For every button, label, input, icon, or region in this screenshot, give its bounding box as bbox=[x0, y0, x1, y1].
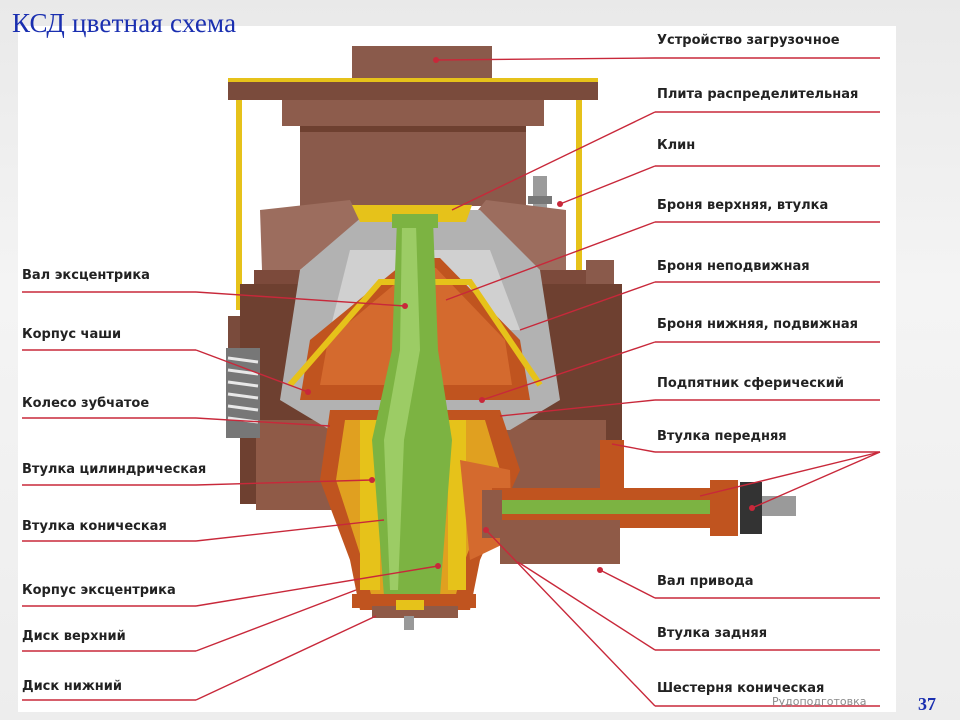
label-drive-shaft: Вал привода bbox=[657, 574, 754, 589]
leader-lines-right bbox=[435, 57, 881, 707]
lower-disk bbox=[372, 606, 458, 618]
label-upper-liner: Броня верхняя, втулка bbox=[657, 198, 829, 213]
label-cylindrical-bushing: Втулка цилиндрическая bbox=[22, 462, 207, 477]
label-moving-liner: Броня нижняя, подвижная bbox=[657, 317, 858, 332]
label-wedge: Клин bbox=[657, 138, 696, 153]
label-conical-bushing: Втулка коническая bbox=[22, 519, 167, 534]
label-spherical-bearing: Подпятник сферический bbox=[657, 376, 844, 391]
watermark: Рудоподготовка bbox=[772, 695, 867, 708]
slide-title: КСД цветная схема bbox=[12, 8, 237, 38]
label-eccentric-shaft: Вал эксцентрика bbox=[22, 268, 150, 283]
label-loading-device: Устройство загрузочное bbox=[657, 33, 840, 48]
label-distribution-plate: Плита распределительная bbox=[657, 87, 859, 102]
label-front-bushing: Втулка передняя bbox=[657, 429, 787, 444]
wedge bbox=[533, 176, 547, 214]
bowl-housing bbox=[260, 200, 360, 270]
leader-dots bbox=[305, 57, 755, 573]
crusher-drawing bbox=[226, 46, 796, 630]
loading-device bbox=[352, 46, 492, 80]
label-fixed-liner: Броня неподвижная bbox=[657, 259, 810, 274]
leader-lines-left bbox=[22, 291, 439, 701]
label-bevel-pinion: Шестерня коническая bbox=[657, 681, 825, 696]
label-eccentric-housing: Корпус эксцентрика bbox=[22, 583, 176, 598]
label-lower-disk: Диск нижний bbox=[22, 679, 122, 694]
label-rear-bushing: Втулка задняя bbox=[657, 626, 768, 641]
distribution-plate bbox=[282, 100, 544, 126]
label-upper-disk: Диск верхний bbox=[22, 629, 126, 644]
coupling bbox=[710, 480, 738, 536]
page-number: 37 bbox=[918, 694, 936, 714]
label-gear-wheel: Колесо зубчатое bbox=[22, 396, 150, 411]
label-bowl-housing: Корпус чаши bbox=[22, 327, 122, 342]
